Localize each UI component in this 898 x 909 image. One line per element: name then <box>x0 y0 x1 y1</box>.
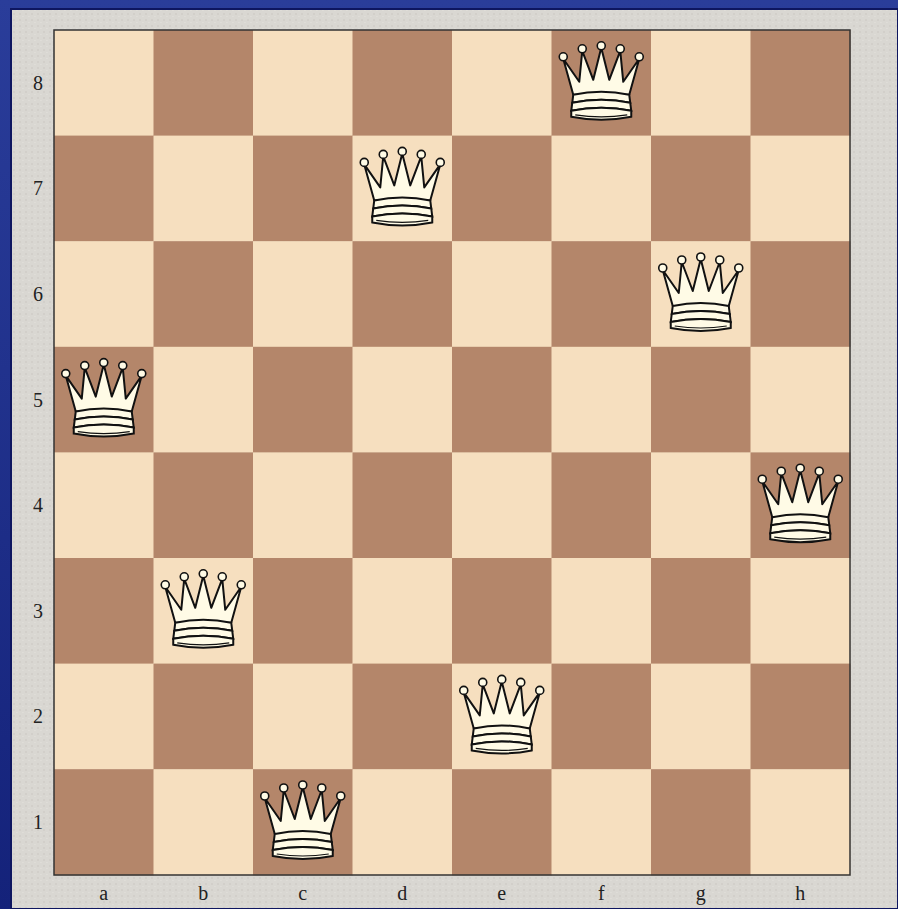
board-square <box>751 241 851 347</box>
board-square <box>651 452 751 558</box>
board-square <box>452 664 552 770</box>
board-square <box>253 558 353 664</box>
board-square <box>54 241 154 347</box>
board-square <box>253 452 353 558</box>
queen-piece <box>261 781 345 859</box>
file-label: e <box>497 883 506 903</box>
file-label: f <box>598 883 605 903</box>
board-square <box>751 30 851 136</box>
board-square <box>452 769 552 875</box>
board-square <box>651 136 751 242</box>
board-square <box>353 241 453 347</box>
board-square <box>751 558 851 664</box>
board-square <box>452 347 552 453</box>
board-square <box>253 347 353 453</box>
board-square <box>253 136 353 242</box>
rank-label: 8 <box>33 73 43 93</box>
board-square <box>452 136 552 242</box>
board-square <box>552 558 652 664</box>
file-label: a <box>99 883 108 903</box>
board-square <box>552 241 652 347</box>
board-square <box>253 664 353 770</box>
board-square <box>651 241 751 347</box>
rank-label: 5 <box>33 390 43 410</box>
board-square <box>651 558 751 664</box>
board-square <box>353 769 453 875</box>
board-square <box>54 769 154 875</box>
board-square <box>54 558 154 664</box>
file-label: b <box>198 883 208 903</box>
board-square <box>651 769 751 875</box>
board-square <box>552 664 652 770</box>
board-square <box>353 136 453 242</box>
board-square <box>353 664 453 770</box>
board-square <box>253 769 353 875</box>
board-square <box>54 347 154 453</box>
queen-piece <box>659 253 743 331</box>
board-square <box>353 558 453 664</box>
rank-label: 1 <box>33 812 43 832</box>
board-square <box>651 347 751 453</box>
board-square <box>751 664 851 770</box>
board-square <box>552 769 652 875</box>
rank-label: 6 <box>33 284 43 304</box>
file-label: g <box>696 883 706 903</box>
file-label: c <box>298 883 307 903</box>
board-square <box>353 347 453 453</box>
board-square <box>751 769 851 875</box>
board-square <box>154 452 254 558</box>
rank-label: 3 <box>33 601 43 621</box>
board-square <box>353 30 453 136</box>
rank-label: 2 <box>33 706 43 726</box>
rank-label: 7 <box>33 178 43 198</box>
rank-label: 4 <box>33 495 43 515</box>
board-square <box>651 30 751 136</box>
board-square <box>154 769 254 875</box>
queen-piece <box>161 570 245 648</box>
board-square <box>154 136 254 242</box>
board-square <box>154 347 254 453</box>
board-square <box>54 30 154 136</box>
file-label: d <box>397 883 407 903</box>
queen-piece <box>360 147 444 225</box>
board-square <box>54 664 154 770</box>
board-square <box>552 136 652 242</box>
board-square <box>452 30 552 136</box>
board-square <box>154 30 254 136</box>
board-square <box>54 452 154 558</box>
file-label: h <box>795 883 805 903</box>
board-square <box>452 452 552 558</box>
queen-piece <box>62 359 146 437</box>
board-square <box>552 452 652 558</box>
board-square <box>552 347 652 453</box>
queen-piece <box>758 464 842 542</box>
board-square <box>154 241 254 347</box>
board-square <box>751 452 851 558</box>
board-square <box>353 452 453 558</box>
board-square <box>154 664 254 770</box>
board-square <box>54 136 154 242</box>
board-square <box>651 664 751 770</box>
board-square <box>253 241 353 347</box>
board-square <box>751 347 851 453</box>
board-square <box>751 136 851 242</box>
board-square <box>452 241 552 347</box>
board-square <box>452 558 552 664</box>
queen-piece <box>460 675 544 753</box>
queen-piece <box>559 42 643 120</box>
board-square <box>154 558 254 664</box>
board-square <box>253 30 353 136</box>
board-square <box>552 30 652 136</box>
